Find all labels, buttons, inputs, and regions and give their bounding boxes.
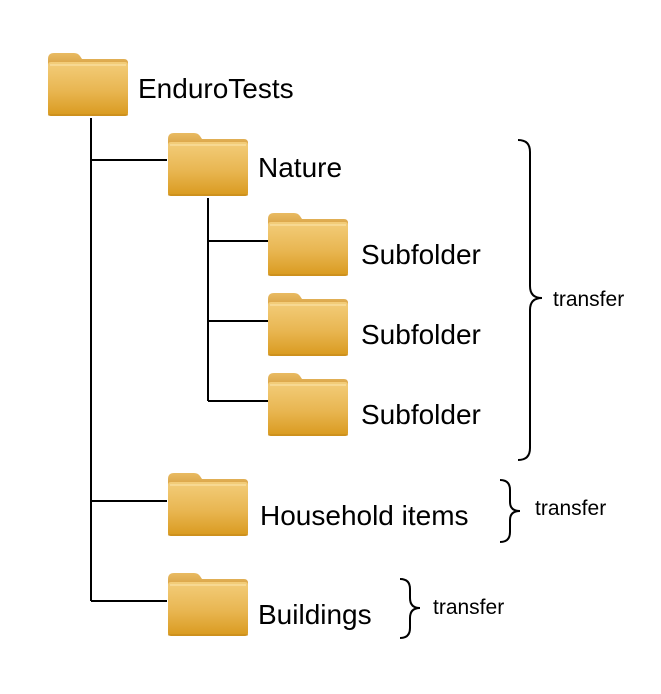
folder-icon-buildings bbox=[167, 572, 249, 637]
annotation-transfer-household: transfer bbox=[535, 497, 607, 520]
folder-icon-household-items bbox=[167, 472, 249, 537]
brace-buildings-icon bbox=[399, 578, 421, 639]
folder-icon-subfolder-2 bbox=[267, 292, 349, 357]
folder-icon-endurotests bbox=[47, 52, 129, 117]
folder-label-subfolder-3: Subfolder bbox=[361, 399, 481, 430]
folder-label-endurotests: EnduroTests bbox=[138, 73, 294, 104]
tree-connectors bbox=[90, 118, 268, 602]
folder-label-nature: Nature bbox=[258, 152, 343, 183]
annotation-transfer-buildings: transfer bbox=[433, 596, 505, 619]
brace-nature-icon bbox=[517, 139, 543, 461]
folder-icon-nature bbox=[167, 132, 249, 197]
annotation-transfer-nature: transfer bbox=[553, 288, 625, 311]
folder-label-subfolder-1: Subfolder bbox=[361, 239, 481, 270]
folder-label-buildings: Buildings bbox=[258, 599, 372, 630]
folder-label-subfolder-2: Subfolder bbox=[361, 319, 481, 350]
folder-label-household-items: Household items bbox=[260, 500, 469, 531]
folder-icon-subfolder-3 bbox=[267, 372, 349, 437]
folder-icon-subfolder-1 bbox=[267, 212, 349, 277]
brace-group bbox=[399, 139, 543, 639]
brace-household-icon bbox=[499, 479, 521, 543]
